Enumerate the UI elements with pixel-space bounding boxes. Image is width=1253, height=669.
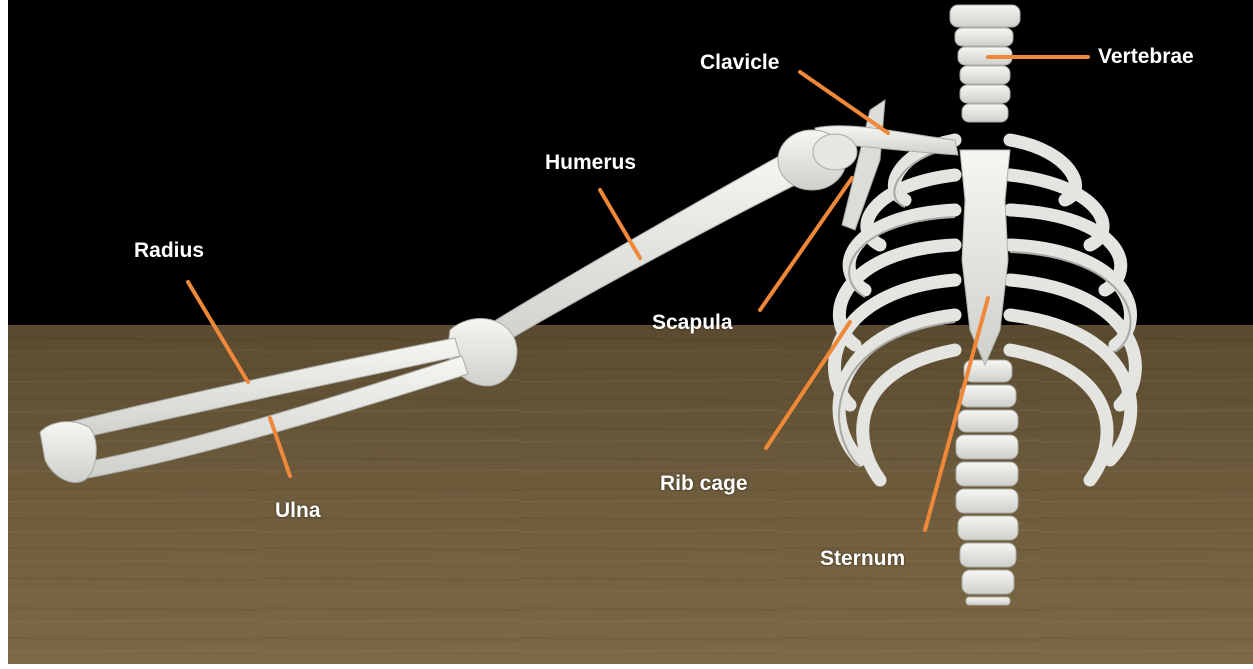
vertebrae-label: Vertebrae <box>1098 46 1194 67</box>
radius-label: Radius <box>134 240 204 261</box>
sternum-label: Sternum <box>820 548 905 569</box>
ulna-label: Ulna <box>275 500 321 521</box>
rib-cage-label: Rib cage <box>660 473 748 494</box>
humerus-label: Humerus <box>545 152 636 173</box>
scapula-label: Scapula <box>652 312 733 333</box>
clavicle-label: Clavicle <box>700 52 779 73</box>
